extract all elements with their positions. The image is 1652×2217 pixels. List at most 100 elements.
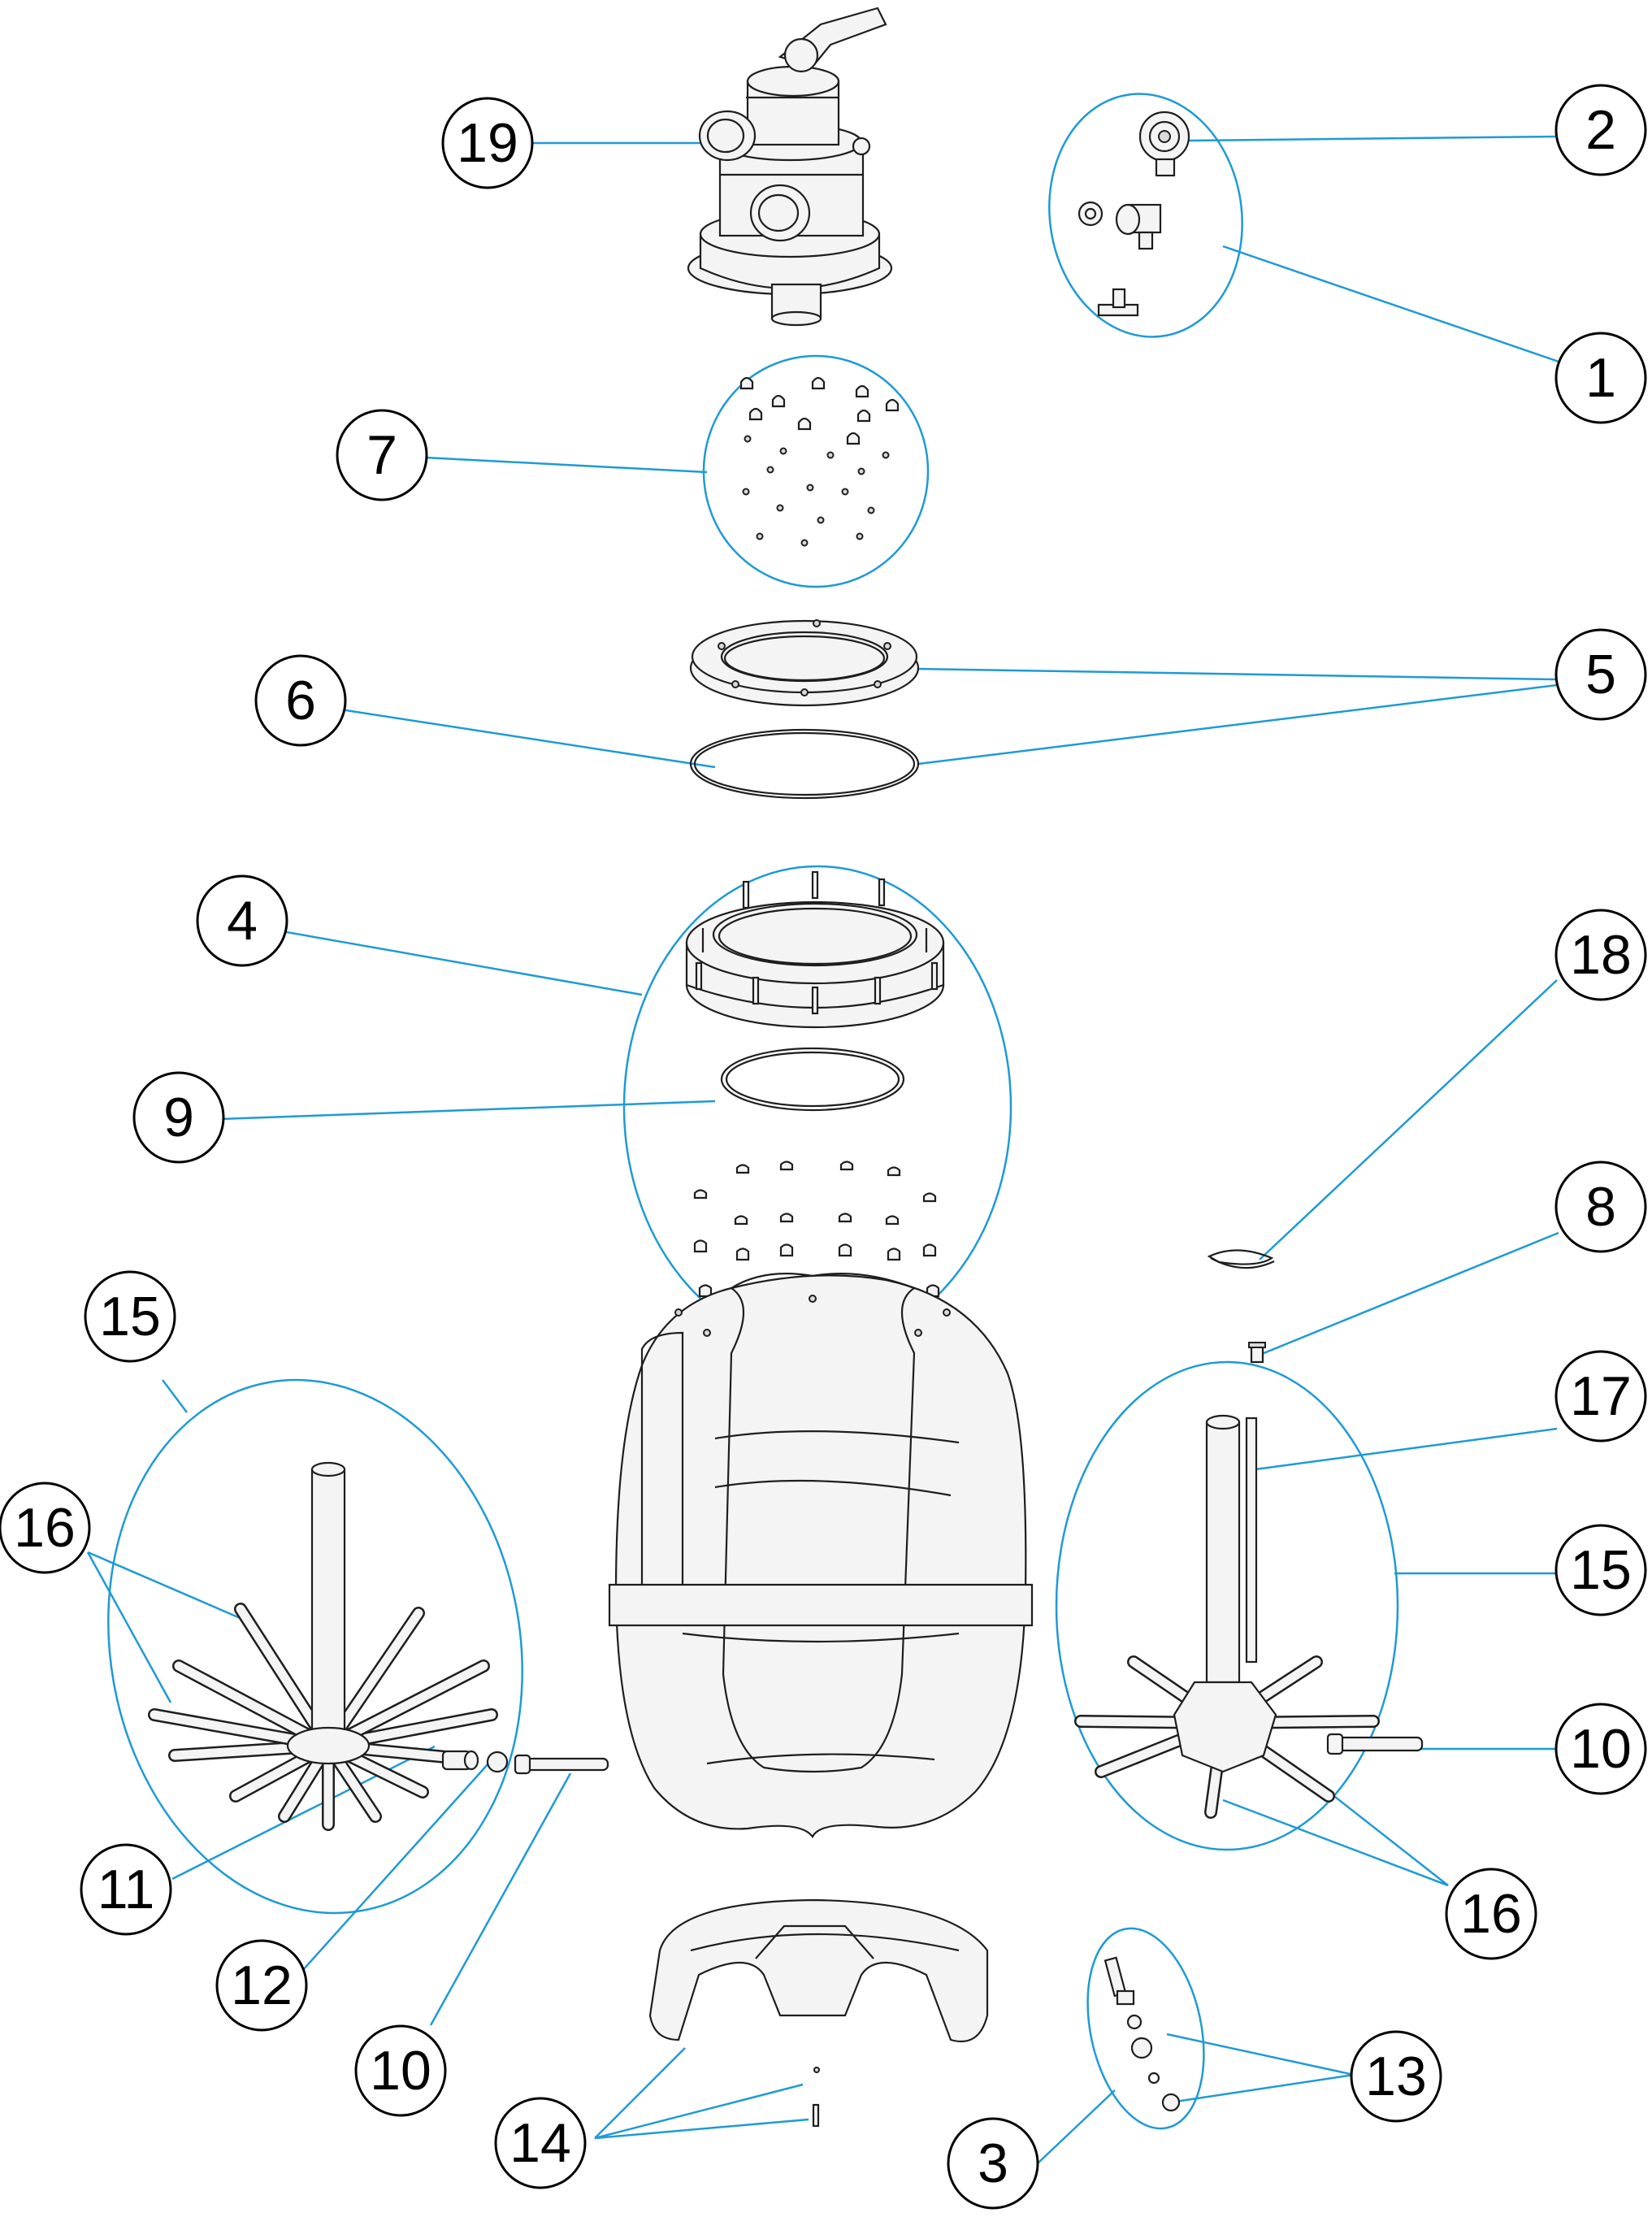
callout-c19: 19 xyxy=(441,97,534,189)
callout-label: 2 xyxy=(1585,99,1616,161)
nozzle xyxy=(806,484,814,492)
collar-stud xyxy=(811,986,819,1015)
drain-plug xyxy=(1248,1342,1266,1364)
callout-c7: 7 xyxy=(336,409,428,501)
callout-label: 7 xyxy=(366,424,397,486)
bolt-kit xyxy=(1104,1956,1181,2112)
tank-base xyxy=(648,1898,989,2128)
loose-lateral-10-right xyxy=(1326,1733,1424,1755)
collar-nut xyxy=(779,1161,794,1171)
callout-circle xyxy=(1554,332,1647,424)
group-oval-3 xyxy=(1086,1927,1205,2130)
callout-circle xyxy=(1554,1161,1647,1253)
group-oval-1 xyxy=(1048,93,1243,338)
callout-c3: 3 xyxy=(947,2117,1039,2210)
collar-nut xyxy=(698,1284,713,1298)
collar-nut xyxy=(922,1243,937,1257)
callout-circle xyxy=(196,874,288,967)
nozzle xyxy=(885,398,900,412)
collar-nut xyxy=(839,1161,854,1171)
callout-c8: 8 xyxy=(1554,1161,1647,1253)
callout-c6: 6 xyxy=(254,654,347,747)
callout-label: 15 xyxy=(1570,1539,1632,1601)
collar-nut xyxy=(885,1215,900,1226)
callout-c5: 5 xyxy=(1554,628,1647,721)
nozzle xyxy=(744,435,752,443)
callout-circle xyxy=(1554,1524,1647,1616)
callout-label: 17 xyxy=(1570,1365,1632,1427)
nozzle xyxy=(756,532,764,540)
collar-stud xyxy=(811,870,819,900)
loose-nut-11 xyxy=(441,1750,479,1771)
callout-label: 10 xyxy=(1570,1718,1632,1780)
collar-nut xyxy=(922,1192,937,1203)
manifold-left-hub xyxy=(286,1726,371,1765)
callout-circle xyxy=(1554,909,1647,1001)
callout-circle xyxy=(1554,1703,1647,1795)
callout-label: 5 xyxy=(1585,644,1616,705)
callout-label: 4 xyxy=(227,890,258,952)
collar-stud xyxy=(695,961,703,991)
callout-c10a: 10 xyxy=(354,2024,447,2117)
nozzle xyxy=(779,447,787,455)
loose-coupling-12 xyxy=(486,1751,509,1773)
callout-circle xyxy=(80,1843,172,1936)
callout-circle xyxy=(494,2097,587,2189)
collar-stud xyxy=(752,976,760,1005)
collar-nut xyxy=(838,1213,852,1223)
callout-circle xyxy=(254,654,347,747)
callout-label: 19 xyxy=(457,112,518,174)
manifold-right xyxy=(1074,1414,1380,1819)
callout-c16b: 16 xyxy=(1445,1868,1537,1960)
callout-c18: 18 xyxy=(1554,909,1647,1001)
pressure-gauge-assembly xyxy=(1077,111,1190,317)
collar-nut xyxy=(734,1215,748,1226)
leader-lines xyxy=(86,135,1564,2163)
nozzle xyxy=(855,384,869,398)
callout-c16a: 16 xyxy=(0,1482,91,1574)
callout-circle xyxy=(1554,628,1647,721)
flange-ring xyxy=(689,619,920,707)
callout-c15a: 15 xyxy=(84,1270,176,1363)
callout-label: 16 xyxy=(1460,1883,1522,1945)
callout-circle xyxy=(132,1071,225,1164)
callout-c1: 1 xyxy=(1554,332,1647,424)
callout-c13: 13 xyxy=(1350,2030,1442,2123)
callout-c2: 2 xyxy=(1554,84,1647,176)
callout-label: 15 xyxy=(99,1286,161,1347)
collar-nut xyxy=(838,1243,852,1257)
callout-label: 12 xyxy=(231,1955,293,2016)
callout-label: 10 xyxy=(370,2040,431,2102)
nozzle xyxy=(841,488,849,496)
callout-c17: 17 xyxy=(1554,1350,1647,1443)
nozzle xyxy=(846,432,861,445)
nozzle xyxy=(867,506,875,514)
callout-c15b: 15 xyxy=(1554,1524,1647,1616)
collar-stud xyxy=(930,961,939,991)
callout-label: 6 xyxy=(285,670,316,731)
collar-nut xyxy=(693,1189,708,1200)
callout-circle xyxy=(1350,2030,1442,2123)
nozzle xyxy=(817,516,825,524)
callout-circle xyxy=(441,97,534,189)
callout-label: 18 xyxy=(1570,924,1632,986)
callout-circle xyxy=(0,1482,91,1574)
nozzle xyxy=(797,417,812,431)
collar-stud xyxy=(742,880,750,909)
nozzle xyxy=(856,409,871,423)
callout-circle xyxy=(1554,84,1647,176)
nozzle xyxy=(748,407,763,421)
callout-label: 14 xyxy=(509,2112,571,2174)
loose-lateral-10-left xyxy=(514,1754,609,1775)
group-oval-7 xyxy=(702,354,930,588)
callout-circle xyxy=(354,2024,447,2117)
collar-nut xyxy=(693,1239,708,1253)
callout-label: 16 xyxy=(14,1497,76,1559)
nozzle xyxy=(882,451,890,459)
collar-nut xyxy=(735,1247,750,1261)
nozzle xyxy=(766,466,774,474)
callout-circle xyxy=(84,1270,176,1363)
callout-label: 11 xyxy=(98,1859,155,1920)
nozzle-set xyxy=(739,376,900,547)
